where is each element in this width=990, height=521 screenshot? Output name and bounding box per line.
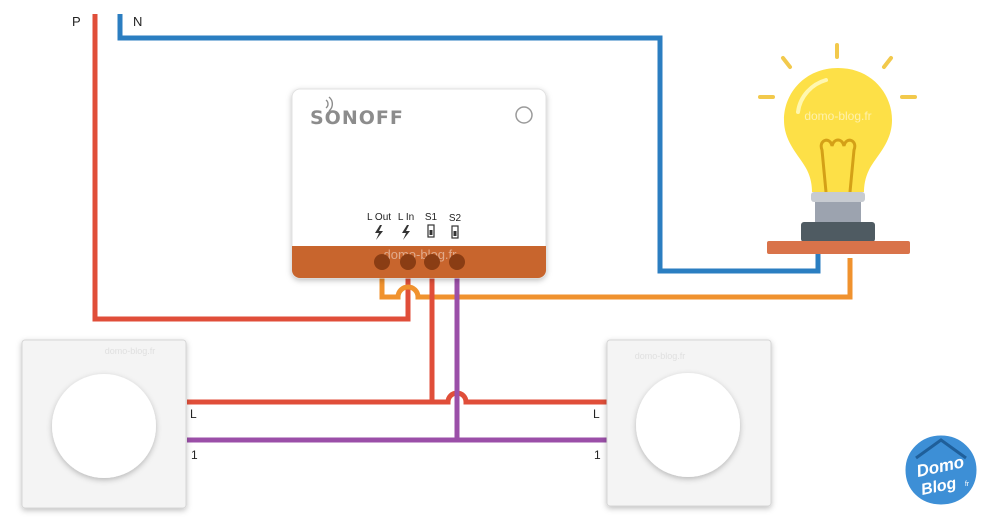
bulb-socket bbox=[801, 222, 875, 242]
bulb-cap bbox=[811, 192, 865, 202]
lamp-watermark: domo-blog.fr bbox=[804, 109, 871, 123]
sonoff-module: SONOFF L Out L In S1 S2 domo-blog.fr bbox=[291, 88, 547, 279]
switch-terminal-icon bbox=[451, 225, 459, 239]
switch-terminal-1: 1 bbox=[191, 448, 198, 462]
module-terminal-strip bbox=[292, 246, 546, 278]
terminal-label-s2: S2 bbox=[449, 213, 462, 224]
light-bulb: domo-blog.fr bbox=[758, 43, 917, 254]
switch-terminal-l: L bbox=[593, 407, 600, 421]
switch-terminal-1: 1 bbox=[594, 448, 601, 462]
load-wire bbox=[379, 258, 853, 300]
house-roof-icon bbox=[915, 438, 967, 460]
terminal-screw-l-out bbox=[374, 254, 390, 270]
switch-watermark: domo-blog.fr bbox=[105, 346, 156, 356]
logo-suffix: fr bbox=[965, 481, 970, 488]
switch-terminal-icon bbox=[427, 224, 435, 238]
neutral-label: N bbox=[133, 14, 142, 29]
bulb-filament bbox=[819, 138, 857, 193]
light-rays-icon bbox=[758, 43, 917, 99]
terminal-screw-s2 bbox=[449, 254, 465, 270]
switch-button[interactable] bbox=[636, 373, 740, 477]
module-watermark: domo-blog.fr bbox=[384, 247, 458, 262]
switch-terminal-l: L bbox=[190, 407, 197, 421]
phase-label: P bbox=[72, 14, 81, 29]
wall-switch-right: domo-blog.fr L 1 bbox=[593, 339, 772, 507]
switch-l-bus-wire bbox=[187, 390, 607, 405]
module-brand: SONOFF bbox=[310, 107, 404, 129]
pairing-button[interactable] bbox=[515, 106, 533, 124]
phase-supply-wire bbox=[92, 14, 411, 322]
bulb-cap bbox=[815, 202, 861, 222]
terminal-label-s1: S1 bbox=[425, 212, 438, 223]
bulb-glass bbox=[784, 68, 892, 192]
neutral-wire bbox=[117, 14, 821, 274]
lightning-icon bbox=[375, 225, 383, 240]
lightning-icon bbox=[402, 225, 410, 240]
switch-watermark: domo-blog.fr bbox=[635, 351, 686, 361]
wall-switch-left: domo-blog.fr L 1 bbox=[21, 339, 198, 509]
domo-blog-logo: Domo Blog fr bbox=[902, 432, 980, 508]
terminal-screw-s1 bbox=[424, 254, 440, 270]
bulb-highlight bbox=[796, 78, 828, 114]
terminal-label-l-in: L In bbox=[398, 212, 414, 223]
terminal-screw-l-in bbox=[400, 254, 416, 270]
switch-button[interactable] bbox=[52, 374, 156, 478]
terminal-label-l-out: L Out bbox=[367, 212, 391, 223]
wifi-signal-icon bbox=[325, 96, 333, 112]
lamp-shelf bbox=[767, 241, 910, 254]
